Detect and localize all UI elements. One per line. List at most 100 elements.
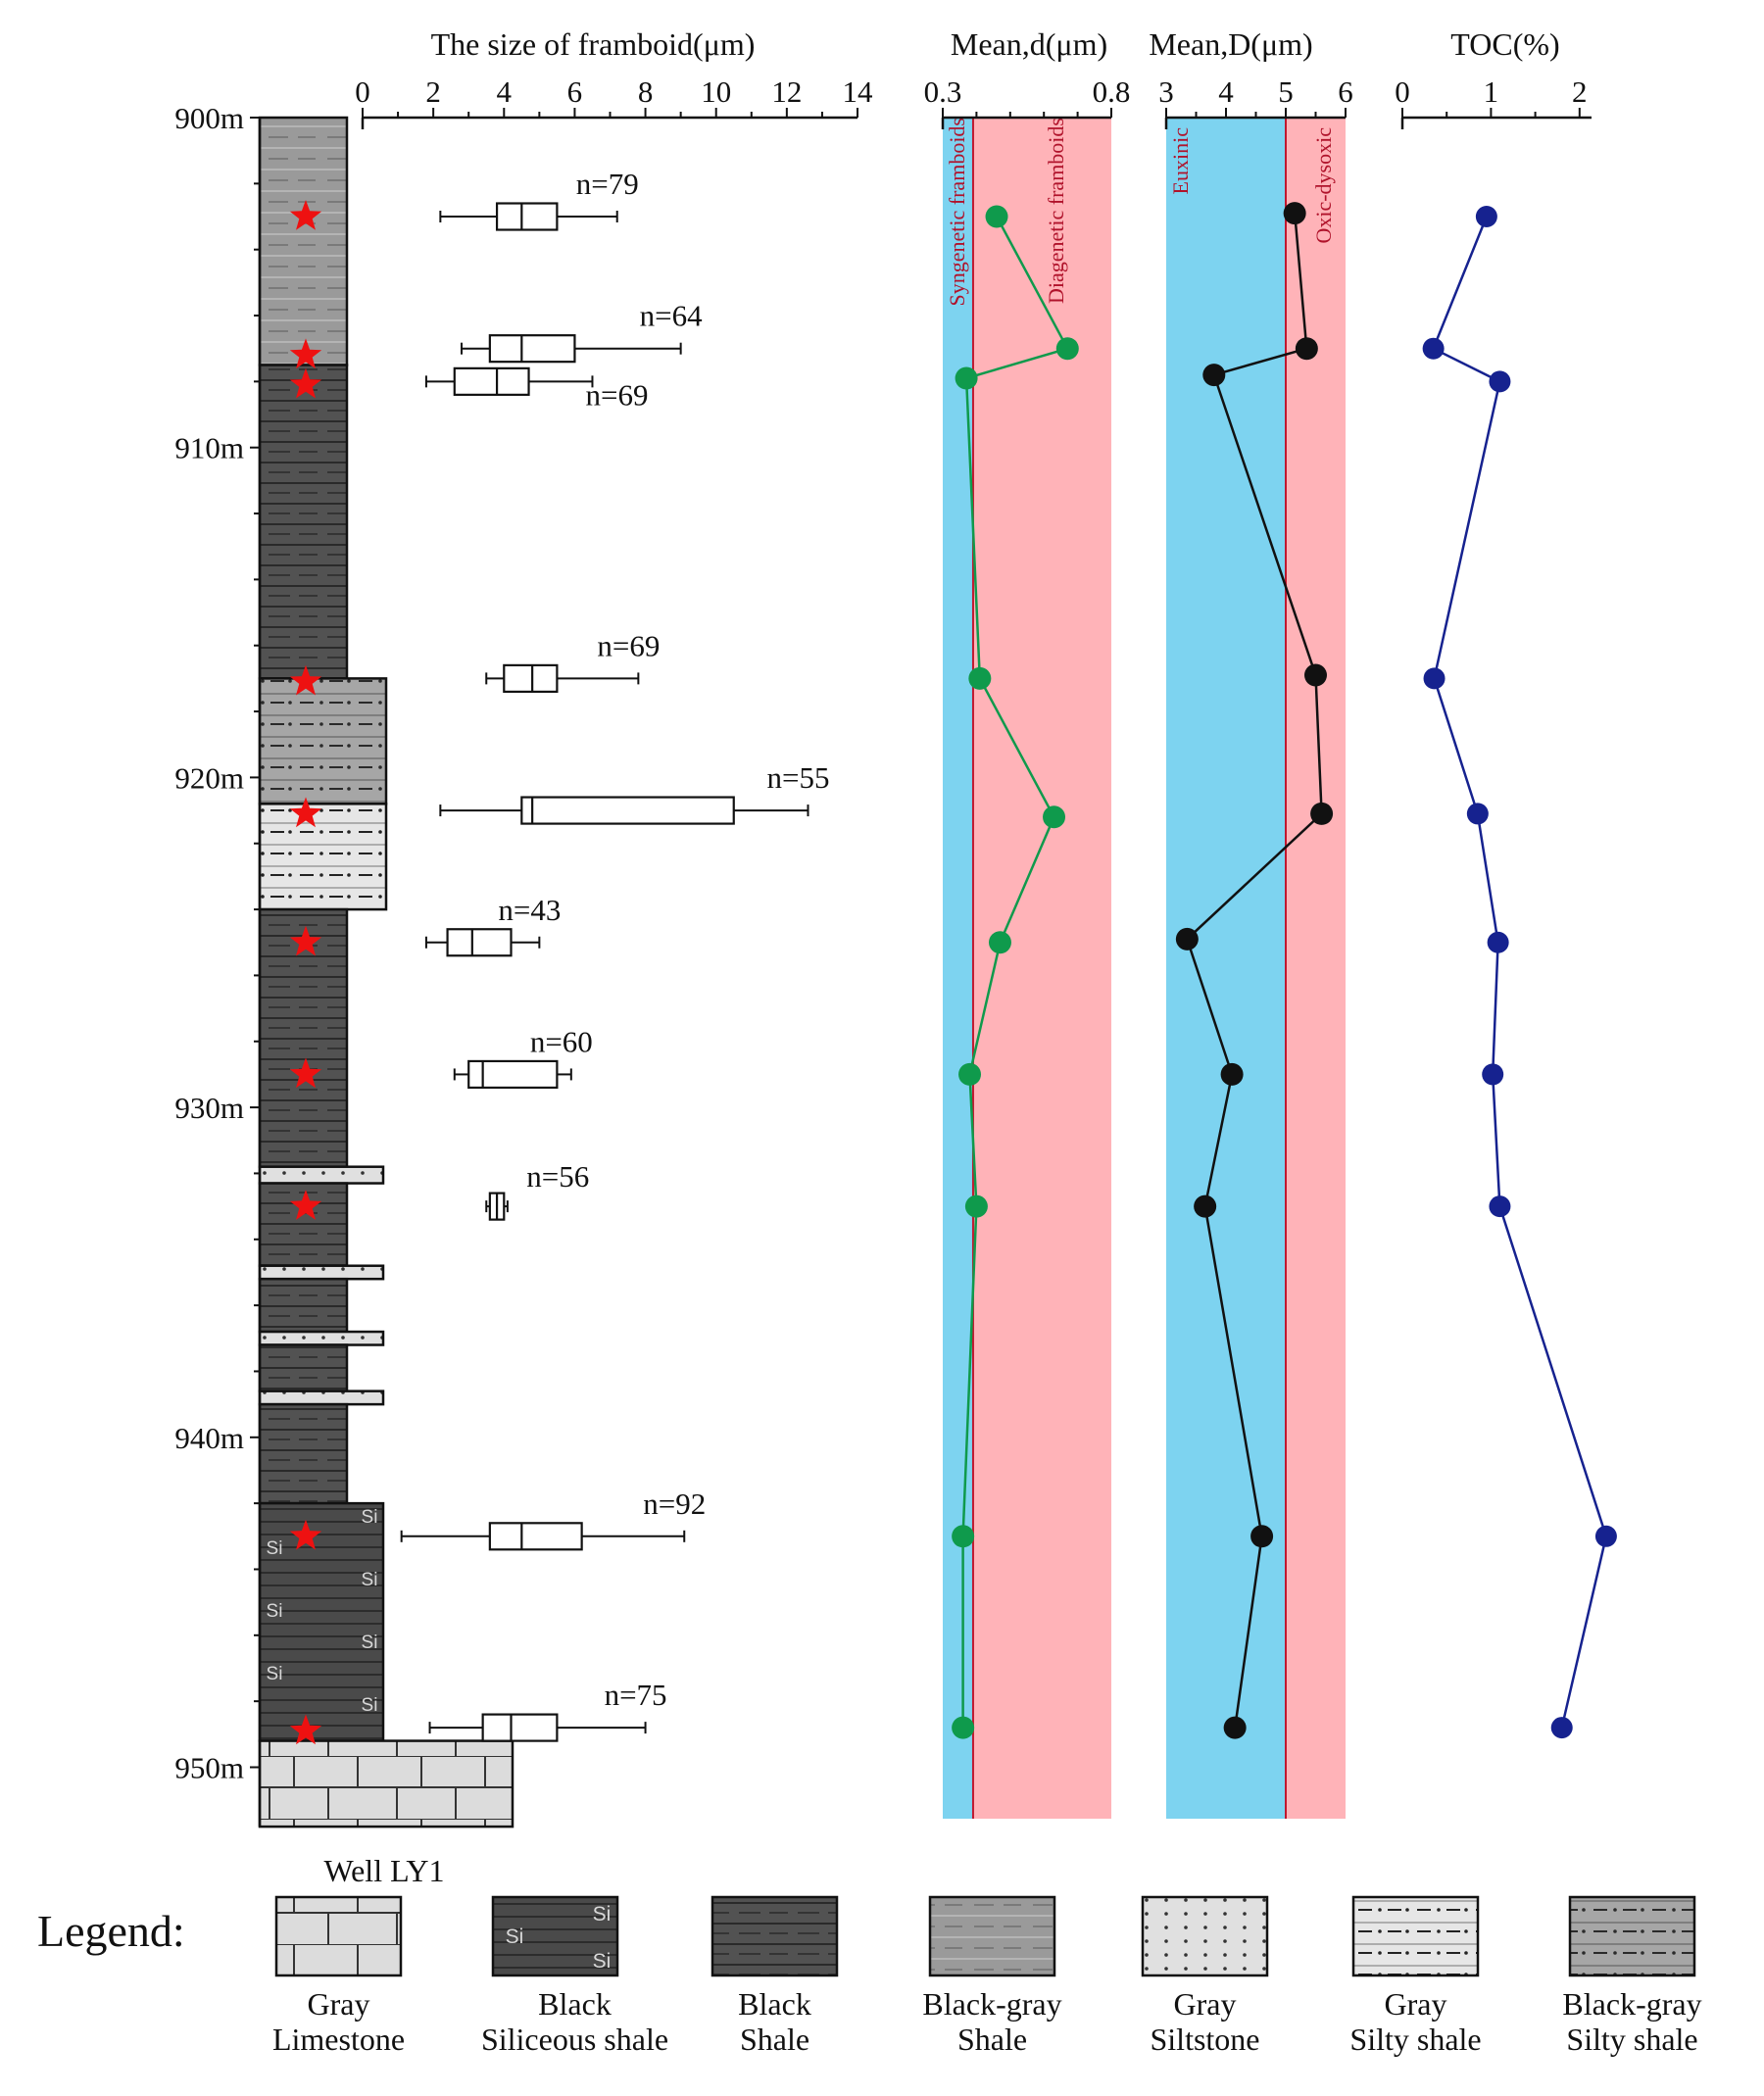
legend-label-line1: Black-gray (922, 1986, 1061, 2022)
data-point (988, 931, 1011, 954)
data-point (1250, 1525, 1274, 1548)
box-iqr (520, 796, 735, 825)
framboid-size-title: The size of framboid(μm) (431, 26, 756, 62)
sample-star (289, 1057, 322, 1089)
framboid-box (400, 1522, 686, 1551)
legend-label-line1: Black-gray (1562, 1986, 1701, 2022)
depth-tick-label: 930m (174, 1091, 244, 1125)
box-iqr (503, 663, 559, 693)
mean-D-title: Mean,D(μm) (1149, 26, 1312, 62)
legend-heading: Legend: (37, 1906, 185, 1956)
n-count-label: n=56 (526, 1159, 589, 1194)
n-count-label: n=92 (643, 1487, 706, 1521)
box-iqr (453, 366, 530, 396)
data-point (955, 366, 978, 390)
data-point (1423, 667, 1446, 690)
legend-si-mark: Si (593, 1903, 612, 1925)
si-mark: Si (267, 1538, 283, 1559)
bed-gray-limestone (258, 1739, 514, 1828)
bed-black-shale (258, 1277, 349, 1334)
size-tick-label: 12 (771, 74, 802, 109)
tick-label: 3 (1158, 74, 1174, 109)
size-tick-label: 4 (497, 74, 513, 109)
framboid-box (485, 663, 640, 693)
legend-swatch-blackgray-silty (1568, 1895, 1696, 1977)
data-point (1422, 337, 1445, 360)
legend-swatch-black-shale (710, 1895, 839, 1977)
data-point (1194, 1194, 1217, 1218)
mean-d-title: Mean,d(μm) (951, 26, 1107, 62)
bed-blackgray-silty (258, 677, 388, 805)
framboid-box (424, 928, 541, 957)
sample-star (289, 664, 322, 696)
zone-label: Diagenetic framboids (1044, 118, 1068, 304)
lithology-panel: Well LY1 SiSiSiSiSiSiSi900m910m920m930m9… (174, 101, 514, 1888)
depth-tick-label: 920m (174, 760, 244, 795)
tick-label: 0.8 (1093, 74, 1131, 109)
legend-label-line1: Gray (1174, 1986, 1237, 2022)
data-point (1550, 1717, 1573, 1739)
data-point (958, 1062, 982, 1086)
depth-tick-label: 950m (174, 1751, 244, 1785)
n-count-label: n=79 (576, 167, 639, 201)
framboid-box (428, 1713, 647, 1742)
legend-label-line2: Limestone (272, 2022, 405, 2057)
legend-si-mark: Si (593, 1950, 612, 1973)
bed-black-shale (258, 1343, 349, 1392)
tick-label: 5 (1278, 74, 1294, 109)
si-mark: Si (267, 1601, 283, 1622)
box-iqr (488, 1522, 583, 1551)
zone-label: Oxic-dysoxic (1311, 127, 1336, 244)
zone-label: Euxinic (1168, 127, 1193, 195)
bed-blackgray-shale (258, 116, 349, 366)
bed-gray-siltstone (258, 1165, 385, 1185)
depth-tick-label: 940m (174, 1421, 244, 1455)
bed-gray-siltstone (258, 1389, 385, 1406)
data-point (1489, 370, 1511, 393)
depth-tick-label: 910m (174, 431, 244, 465)
size-tick-label: 8 (638, 74, 654, 109)
tick-label: 4 (1218, 74, 1234, 109)
data-point (1482, 1063, 1504, 1086)
framboid-box (461, 334, 682, 364)
data-point (1043, 805, 1066, 829)
si-mark: Si (362, 1695, 378, 1716)
n-count-label: n=43 (498, 893, 561, 927)
framboid-box (439, 796, 809, 825)
size-tick-label: 10 (701, 74, 731, 109)
sample-star (289, 200, 322, 230)
sample-star (289, 1190, 322, 1220)
data-point (1175, 927, 1199, 951)
sample-star (289, 367, 322, 399)
data-point (952, 1525, 975, 1548)
framboid-box (485, 1192, 509, 1221)
legend-label-line2: Shale (957, 2022, 1027, 2057)
data-point (952, 1716, 975, 1739)
size-tick-label: 2 (425, 74, 441, 109)
data-point (1202, 364, 1226, 387)
legend-swatch-gray-silty (1351, 1895, 1480, 1977)
toc-title: TOC(%) (1450, 26, 1559, 62)
bed-black-shale (258, 364, 349, 680)
legend-swatch-blackgray-shale (928, 1895, 1056, 1977)
data-point (1489, 1195, 1511, 1218)
sample-star (289, 1714, 322, 1745)
size-tick-label: 0 (355, 74, 370, 109)
si-mark: Si (267, 1664, 283, 1684)
framboid-box (439, 202, 618, 231)
tick-label: 0.3 (924, 74, 962, 109)
legend-label-line1: Gray (1385, 1986, 1447, 2022)
tick-label: 0 (1395, 74, 1410, 109)
n-count-label: n=69 (586, 377, 649, 412)
legend-label-line2: Siltstone (1150, 2022, 1259, 2057)
bed-black-shale (258, 1402, 349, 1505)
n-count-label: n=64 (640, 299, 703, 333)
bed-gray-siltstone (258, 1264, 385, 1281)
data-point (964, 1194, 988, 1218)
legend-label-line2: Silty shale (1566, 2022, 1697, 2057)
data-point (1220, 1062, 1244, 1086)
legend-label-line1: Black (738, 1986, 811, 2022)
